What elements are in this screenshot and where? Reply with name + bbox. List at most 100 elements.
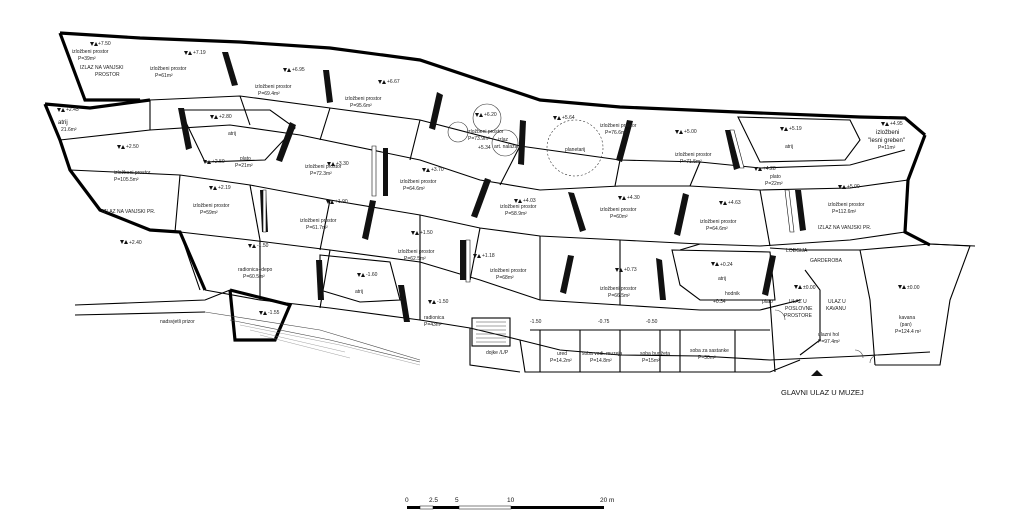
- room-label: ulazni hol: [818, 332, 839, 338]
- room-label: izložbeni prostor: [828, 202, 865, 208]
- room-label: atrij: [58, 120, 68, 126]
- exit-label: PROSTOR: [95, 72, 120, 78]
- entrance-area: [774, 269, 879, 376]
- level-label: +4.03: [523, 198, 536, 204]
- room-area: P=64.6m²: [403, 186, 425, 192]
- level-marker-icon: [794, 285, 802, 289]
- room-label: atrij: [718, 276, 726, 282]
- scale-tick-5: 5: [455, 497, 459, 504]
- level-label: +2.80: [219, 114, 232, 120]
- room-label: kavana: [899, 315, 915, 321]
- level-label: +3.30: [336, 161, 349, 167]
- room-area: P=76.6m²: [605, 130, 627, 136]
- level-label: +0.34: [713, 299, 726, 305]
- room-area: P=97.4m²: [818, 339, 840, 345]
- level-label: +1.50: [420, 230, 433, 236]
- exit-label: IZLAZ NA VANJSKI PR.: [818, 225, 871, 231]
- room-label: nadsvjetli prizor: [160, 319, 195, 325]
- room-area: P=73.9m²: [468, 136, 490, 142]
- level-label: +4.30: [627, 195, 640, 201]
- level-label: -1.50: [257, 243, 269, 249]
- room-label: izložbeni: [876, 130, 899, 136]
- room-label: (pan): [900, 322, 912, 328]
- level-label: ±0.00: [907, 285, 920, 291]
- level-label: +2.50: [212, 159, 225, 165]
- scale-bar: 0 2.5 5 10 20 m: [405, 497, 614, 510]
- level-marker-icon: [326, 200, 334, 204]
- room-label: izložbeni prostor: [600, 123, 637, 129]
- room-label: radionica+depo: [238, 267, 273, 273]
- entrance-label: ULAZ U: [828, 299, 846, 305]
- level-marker-icon: [184, 51, 192, 55]
- level-marker-icon: [259, 311, 267, 315]
- scale-tick-2-5: 2.5: [429, 497, 438, 504]
- level-label: +2.50: [126, 144, 139, 150]
- level-label: +6.20: [484, 112, 497, 118]
- level-marker-icon: [120, 240, 128, 244]
- room-label: izložbeni prostor: [398, 249, 435, 255]
- level-marker-icon: [90, 42, 98, 46]
- room-label: izložbeni prostor: [150, 66, 187, 72]
- room-label: plato: [762, 299, 773, 305]
- room-label: art. nalaza: [494, 144, 518, 150]
- room-label: soba za sastanke: [690, 348, 729, 354]
- room-area: P=68m²: [496, 275, 514, 281]
- level-label: +2.40: [129, 240, 142, 246]
- room-area: P=95.6m²: [350, 103, 372, 109]
- room-area: P=14.2m²: [550, 358, 572, 364]
- room-area: P=21m²: [235, 163, 253, 169]
- exit-label: IZLAZ NA VANJSKI: [80, 65, 124, 71]
- room-label: izlaz: [498, 137, 509, 143]
- room-label: izložbeni prostor: [600, 207, 637, 213]
- level-label: -1.50: [530, 319, 542, 325]
- level-label: +0.73: [624, 267, 637, 273]
- room-area: P=30m²: [698, 355, 716, 361]
- room-label: izložbeni prostor: [193, 203, 230, 209]
- level-marker-icon: [553, 116, 561, 120]
- level-label: +0.24: [720, 262, 733, 268]
- level-marker-icon: [675, 130, 683, 134]
- room-area: P=71.5m²: [680, 159, 702, 165]
- room-area: P=59m²: [200, 210, 218, 216]
- entrance-label: POSLOVNE: [785, 306, 813, 312]
- room-label: izložbeni prostor: [305, 164, 342, 170]
- room-label: soba vodi. muzeja: [582, 351, 623, 357]
- level-label: +4.28: [763, 166, 776, 172]
- room-label: izložbeni prostor: [675, 152, 712, 158]
- level-marker-icon: [615, 268, 623, 272]
- level-marker-icon: [327, 162, 335, 166]
- room-label: izložbeni prostor: [255, 84, 292, 90]
- level-label: +5.00: [684, 129, 697, 135]
- room-label: planetarij: [565, 147, 585, 153]
- room-label: izložbeni prostor: [300, 218, 337, 224]
- room-label: izložbeni prostor: [467, 129, 504, 135]
- level-marker-icon: [357, 273, 365, 277]
- room-labels: +7.50 izložbeni prostor P=39m² IZLAZ NA …: [58, 41, 921, 397]
- level-marker-icon: [514, 199, 522, 203]
- circular-elements: [447, 103, 604, 177]
- level-label: +7.50: [98, 41, 111, 47]
- level-label: -1.55: [268, 310, 280, 316]
- room-label: radionica: [424, 315, 445, 321]
- level-label: -1.60: [366, 272, 378, 278]
- level-label: -0.50: [646, 319, 658, 325]
- scale-tick-20: 20 m: [600, 497, 614, 504]
- level-label: +1.90: [335, 199, 348, 205]
- room-label: izložbeni prostor: [400, 179, 437, 185]
- room-area: P=61.7m²: [306, 225, 328, 231]
- room-area: P=58.9m²: [505, 211, 527, 217]
- room-area: P=124.4 m²: [895, 329, 921, 335]
- level-label: +1.18: [482, 253, 495, 259]
- level-marker-icon: [422, 168, 430, 172]
- room-area: P=69.4m²: [258, 91, 280, 97]
- level-marker-icon: [473, 254, 481, 258]
- interior-walls: [59, 95, 976, 373]
- level-marker-icon: [57, 108, 65, 112]
- level-label: +6.67: [387, 79, 400, 85]
- room-area: P=43m²: [424, 322, 442, 328]
- level-marker-icon: [898, 285, 906, 289]
- level-marker-icon: [754, 167, 762, 171]
- level-marker-icon: [881, 122, 889, 126]
- room-label: soba budžeta: [640, 351, 670, 357]
